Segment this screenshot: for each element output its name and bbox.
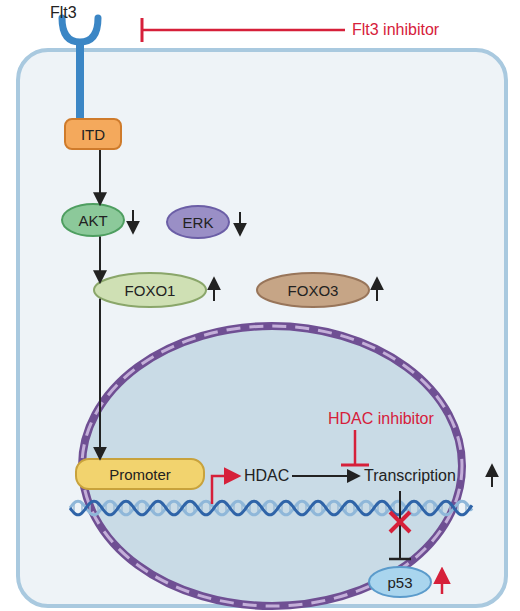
receptor-label: Flt3 xyxy=(50,4,77,22)
receptor-stem xyxy=(76,42,84,120)
node-text: FOXO1 xyxy=(125,282,176,299)
cell-membrane xyxy=(18,50,506,606)
node-text: AKT xyxy=(78,212,107,229)
inhibition-bar xyxy=(389,558,411,561)
block-cross xyxy=(390,512,410,532)
nucleus xyxy=(82,326,462,606)
decrease-arrow xyxy=(239,212,241,234)
ellipse-shape xyxy=(167,206,229,238)
decrease-arrow xyxy=(132,210,134,232)
increase-arrow xyxy=(376,279,378,301)
ellipse-shape xyxy=(257,273,369,307)
inhibition-line xyxy=(142,29,345,32)
inhibition-line xyxy=(354,430,357,464)
process-label: Transcription xyxy=(364,467,456,485)
block-cross xyxy=(390,512,410,532)
dna-strand xyxy=(70,501,472,515)
node-text: ERK xyxy=(183,214,214,231)
inhibition-bar xyxy=(341,464,369,467)
node-text: Promoter xyxy=(109,466,171,483)
gene-label: HDAC xyxy=(244,467,289,485)
receptor-symbol xyxy=(62,18,98,42)
kinase-ellipse: ERK xyxy=(166,205,230,239)
transcription-factor-ellipse: FOXO1 xyxy=(93,272,207,308)
increase-arrow xyxy=(213,279,215,301)
inhibitor-label: HDAC inhibitor xyxy=(328,410,434,428)
node-text: p53 xyxy=(387,574,412,591)
ellipse-shape xyxy=(369,567,431,597)
node-text: FOXO3 xyxy=(288,282,339,299)
activation-arrow xyxy=(292,475,358,477)
signal-arrow xyxy=(99,150,101,203)
node-text: ITD xyxy=(81,126,105,143)
promoter-box: Promoter xyxy=(75,458,205,490)
dna-strand xyxy=(70,501,472,515)
transcription-start-arrow xyxy=(212,476,238,504)
signal-arrow xyxy=(99,299,101,458)
increase-arrow xyxy=(491,466,493,487)
ellipse-shape xyxy=(94,273,206,307)
transcription-factor-ellipse: FOXO3 xyxy=(256,272,370,308)
kinase-ellipse: AKT xyxy=(61,203,125,237)
mutation-box: ITD xyxy=(64,118,122,150)
signal-arrow xyxy=(99,237,101,282)
dna-helix xyxy=(70,501,472,515)
increase-arrow xyxy=(441,570,444,594)
inhibition-bar xyxy=(141,18,144,42)
protein-ellipse: p53 xyxy=(368,566,432,598)
ellipse-shape xyxy=(62,204,124,236)
nuclear-pores xyxy=(82,326,462,606)
inhibitor-label: Flt3 inhibitor xyxy=(352,21,439,39)
